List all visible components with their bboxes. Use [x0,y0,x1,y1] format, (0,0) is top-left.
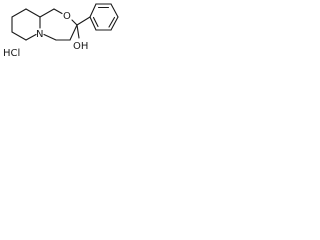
oxazine-ring [39,8,78,41]
hydroxyl-bond [76,24,80,39]
bond [89,3,97,18]
bond [25,33,37,41]
hydroxyl-label: OH [73,41,88,52]
ring-oxygen-label: O [63,11,71,22]
bond [89,16,97,31]
salt-label: HCl [3,48,20,59]
aromatic-bond [108,16,116,28]
bond [110,3,119,18]
bond [39,8,55,18]
bond [11,31,27,41]
bond [25,8,41,18]
bond [110,16,119,31]
phenyl-ring [76,3,119,31]
bond [69,24,78,41]
bond [43,33,57,41]
bond [11,8,27,18]
bond [53,8,63,15]
aromatic-bond [92,16,99,28]
piperidine-ring [11,8,41,41]
ring-nitrogen-label: N [36,29,43,40]
chemical-structure: O N OH HCl [3,3,119,59]
bond [71,19,78,26]
bond [76,16,91,26]
